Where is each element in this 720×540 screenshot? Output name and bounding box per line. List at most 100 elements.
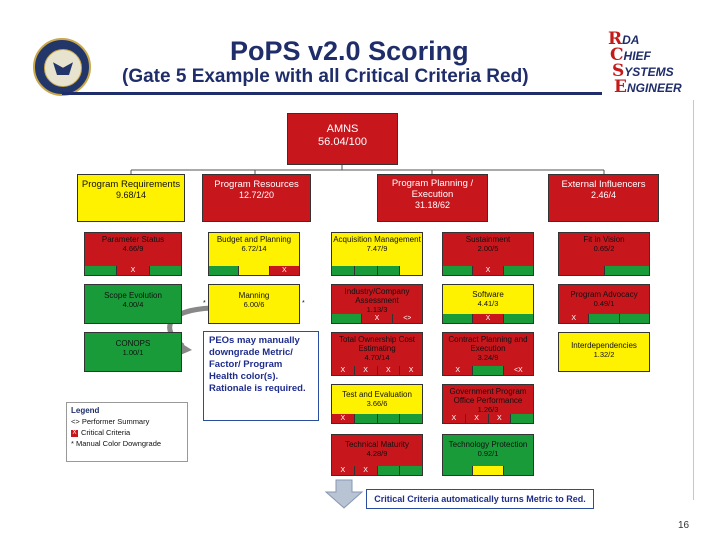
metric-name: Industry/Company Assessment (344, 287, 410, 305)
seal-center (44, 49, 82, 87)
rda-line-3: SYSTEMS (612, 61, 674, 81)
metric-score: 6.00/6 (243, 300, 265, 309)
critical-flag: X (268, 266, 299, 275)
metric-program-advocacy: Program Advocacy 0.49/1 X (558, 284, 650, 324)
metric-test-evaluation: Test and Evaluation 3.66/6 X (331, 384, 423, 424)
rda-chief-systems-engineer-logo: RDA CHIEF SYSTEMS ENGINEER (608, 29, 694, 97)
metric-score: 1.00/1 (122, 348, 144, 357)
page-number: 16 (678, 520, 690, 531)
factor-score: 31.18/62 (414, 200, 451, 210)
factor-score: 2.46/4 (590, 190, 617, 200)
metric-name: Government Program Office Performance (449, 387, 527, 405)
factor-name: Program Requirements (81, 179, 181, 190)
metric-sustainment: Sustainment 2.00/5 X (442, 232, 534, 276)
metric-scope-evolution: Scope Evolution 4.00/4 (84, 284, 182, 324)
amns-score: 56.04/100 (318, 136, 367, 148)
criteria-bar: X (559, 314, 649, 323)
metric-score: 4.70/14 (364, 353, 390, 362)
metric-government-program-office: Government Program Office Performance 1.… (442, 384, 534, 424)
critical-flag: X (472, 314, 503, 323)
rda-line-1: RDA (608, 29, 640, 49)
performer-summary-flag: <> (391, 314, 422, 323)
metric-score: 1.26/3 (477, 405, 499, 414)
critical-flag: X (332, 466, 354, 475)
factor-program-planning-execution: Program Planning / Execution 31.18/62 (377, 174, 488, 222)
criteria-bar: X<> (332, 314, 422, 323)
critical-flag: X (353, 366, 377, 375)
eagle-icon (53, 62, 73, 75)
critical-flag: X (443, 414, 465, 423)
metric-name: Test and Evaluation (342, 390, 412, 399)
manual-downgrade-mark: * (203, 300, 206, 307)
legend-title: Legend (71, 406, 100, 415)
rda-line-2: CHIEF (610, 45, 651, 65)
factor-name: External Influencers (561, 179, 646, 190)
factor-score: 9.68/14 (115, 190, 147, 200)
metric-score: 3.24/9 (477, 353, 499, 362)
metric-name: Technology Protection (448, 440, 528, 449)
page-subtitle: (Gate 5 Example with all Critical Criter… (122, 66, 529, 87)
amns-total-box: AMNS 56.04/100 (287, 113, 398, 165)
metric-score: 0.92/1 (477, 449, 499, 458)
metric-score: 7.47/9 (366, 244, 388, 253)
criteria-bar: X <X (443, 366, 533, 375)
amns-name: AMNS (326, 123, 359, 135)
metric-name: Acquisition Management (333, 235, 421, 244)
factor-score: 12.72/20 (238, 190, 275, 200)
metric-name: CONOPS (115, 339, 151, 348)
metric-fit-in-vision: Fit in Vision 0.65/2 (558, 232, 650, 276)
critical-flag: X (353, 466, 377, 475)
performer-summary-flag: <X (502, 366, 533, 375)
critical-flag: X (361, 314, 392, 323)
metric-score: 3.66/6 (366, 399, 388, 408)
criteria-bar: X (332, 414, 422, 423)
metric-name: Manning (238, 291, 270, 300)
right-divider (693, 100, 694, 500)
metric-contract-planning-execution: Contract Planning and Execution 3.24/9 X… (442, 332, 534, 376)
criteria-bar (559, 266, 649, 275)
metric-technology-protection: Technology Protection 0.92/1 (442, 434, 534, 476)
critical-flag: X (472, 266, 503, 275)
metric-score: 1.32/2 (593, 350, 615, 359)
metric-score: 1.13/3 (366, 305, 388, 314)
criteria-bar: X (85, 266, 181, 275)
metric-parameter-status: Parameter Status 4.66/9 X (84, 232, 182, 276)
page-title: PoPS v2.0 Scoring (230, 36, 469, 66)
critical-flag: X (116, 266, 149, 275)
criteria-bar (443, 466, 533, 475)
metric-name: Technical Maturity (344, 440, 410, 449)
metric-score: 6.72/14 (241, 244, 267, 253)
metric-score: 4.41/3 (477, 299, 499, 308)
metric-name: Budget and Planning (216, 235, 292, 244)
metric-acquisition-management: Acquisition Management 7.47/9 (331, 232, 423, 276)
factor-name: Program Planning / Execution (391, 178, 474, 200)
critical-flag: X (376, 366, 400, 375)
navy-seal-logo (33, 38, 91, 96)
metric-software: Software 4.41/3 X (442, 284, 534, 324)
metric-interdependencies: Interdependencies 1.32/2 (558, 332, 650, 372)
critical-flag: X (464, 414, 488, 423)
rda-line-4: ENGINEER (614, 77, 682, 97)
critical-flag: X (443, 366, 473, 375)
metric-total-ownership-cost: Total Ownership Cost Estimating 4.70/14 … (331, 332, 423, 376)
critical-flag: X (487, 414, 511, 423)
metric-name: Total Ownership Cost Estimating (338, 335, 416, 353)
factor-program-resources: Program Resources 12.72/20 (202, 174, 311, 222)
metric-score: 0.49/1 (593, 299, 615, 308)
metric-name: Program Advocacy (570, 290, 638, 299)
critical-flag: X (559, 314, 589, 323)
metric-conops: CONOPS 1.00/1 (84, 332, 182, 372)
critical-x-icon: X (71, 429, 78, 437)
legend-performer-summary: <> Performer Summary (71, 417, 150, 426)
metric-name: Interdependencies (571, 341, 637, 350)
critical-criteria-note: Critical Criteria automatically turns Me… (366, 489, 594, 509)
criteria-bar (332, 266, 422, 275)
critical-flag: X (332, 414, 354, 423)
factor-program-requirements: Program Requirements 9.68/14 (77, 174, 185, 222)
criteria-bar: X (443, 314, 533, 323)
factor-name: Program Resources (214, 179, 299, 190)
